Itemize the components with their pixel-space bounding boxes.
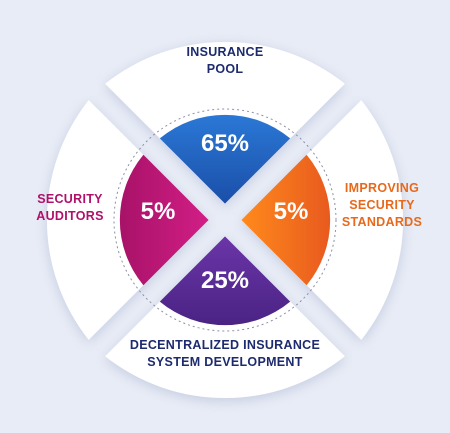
segment-top [159, 114, 291, 204]
label-insurance-pool: INSURANCE POOL [186, 45, 264, 76]
value-security-auditors: 5% [140, 198, 176, 225]
value-insurance-pool: 65% [200, 130, 250, 157]
label-security-auditors: SECURITY AUDITORS [36, 192, 104, 223]
value-decentralized: 25% [200, 267, 250, 294]
label-decentralized-insurance: DECENTRALIZED INSURANCE SYSTEM DEVELOPME… [129, 338, 321, 369]
dashed-ring [113, 108, 337, 332]
label-improving-security-standards: IMPROVING SECURITY STANDARDS [341, 181, 423, 229]
value-improving-security: 5% [273, 198, 309, 225]
segment-bottom [159, 236, 291, 326]
segment-right [241, 154, 331, 286]
segment-left [119, 154, 209, 286]
